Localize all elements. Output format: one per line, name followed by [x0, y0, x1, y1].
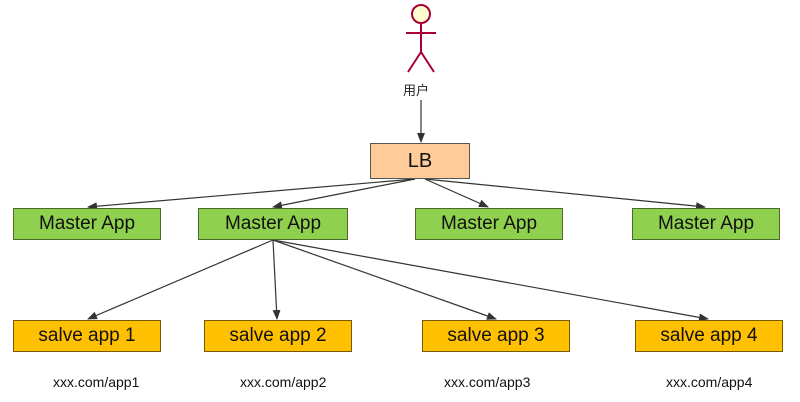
- lb-node: LB: [370, 143, 470, 179]
- slave-app-node-3: salve app 3: [422, 320, 570, 352]
- edge-lb-to-master-2: [272, 178, 416, 210]
- edge-lb-to-master-4: [424, 178, 706, 211]
- master-app-node-2: Master App: [198, 208, 348, 240]
- edge-master-to-slave-2: [272, 239, 281, 320]
- edge-lb-to-master-3: [424, 178, 489, 208]
- url-label-1: xxx.com/app1: [53, 374, 140, 390]
- user-actor-icon: [406, 4, 436, 73]
- url-label-4: xxx.com/app4: [666, 374, 753, 390]
- edge-master-to-slave-1: [87, 239, 274, 320]
- edge-lb-to-master-1: [87, 178, 416, 211]
- url-label-2: xxx.com/app2: [240, 374, 327, 390]
- slave-app-node-1: salve app 1: [13, 320, 161, 352]
- master-app-node-1: Master App: [13, 208, 161, 240]
- slave-app-node-2: salve app 2: [204, 320, 352, 352]
- master-app-node-3: Master App: [415, 208, 563, 240]
- slave-app-node-4: salve app 4: [635, 320, 783, 352]
- url-label-3: xxx.com/app3: [444, 374, 531, 390]
- edge-master-to-slave-3: [272, 239, 497, 320]
- user-label: 用户: [403, 84, 430, 99]
- master-app-node-4: Master App: [632, 208, 780, 240]
- edge-master-to-slave-4: [272, 239, 709, 322]
